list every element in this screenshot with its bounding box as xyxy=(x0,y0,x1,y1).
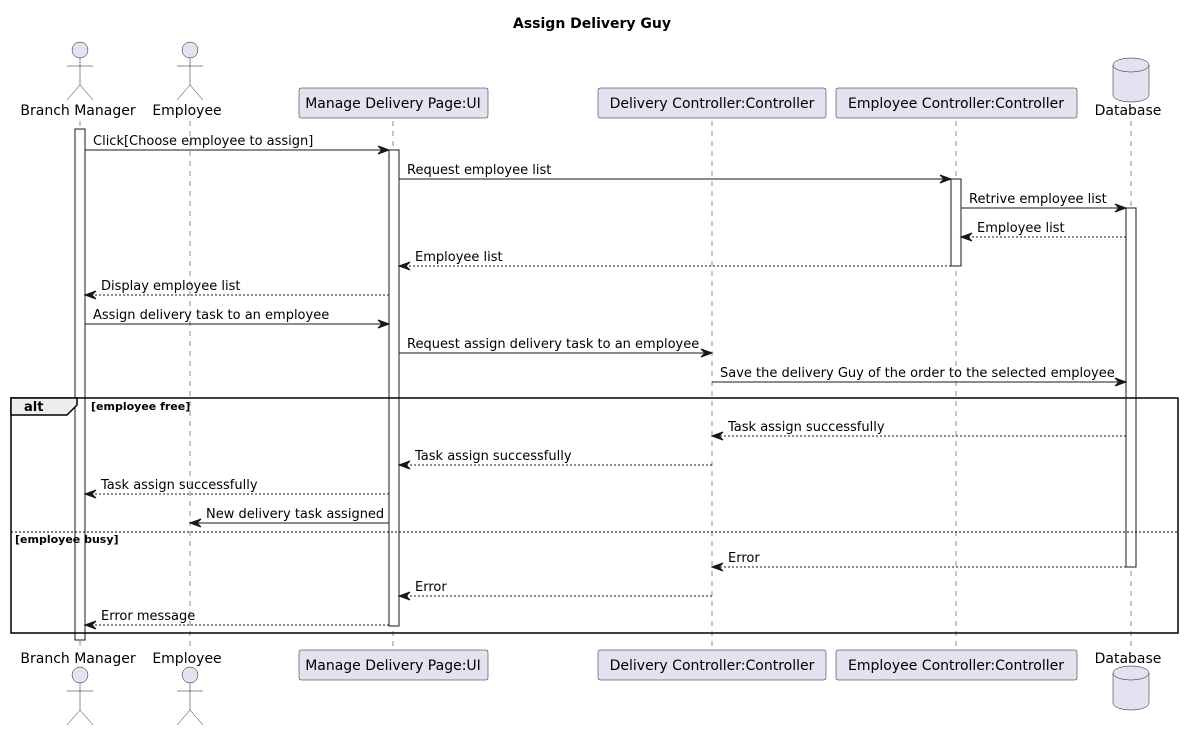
message-label: Task assign successfully xyxy=(100,478,258,493)
database-icon xyxy=(1112,65,1150,103)
message-label: Employee list xyxy=(977,221,1065,236)
message-16: Error message xyxy=(83,609,389,630)
message-label: Request employee list xyxy=(407,163,551,178)
arrowhead-icon xyxy=(1114,377,1128,387)
message-5: Employee list xyxy=(397,250,951,271)
alt-guard-employee-free: [employee free] xyxy=(91,400,190,413)
message-7: Assign delivery task to an employee xyxy=(85,308,391,329)
actor-employee: Employee xyxy=(152,41,222,119)
participant-label-branch-manager-bottom: Branch Manager xyxy=(20,651,135,667)
arrowhead-icon xyxy=(700,348,714,358)
activation-branch-manager xyxy=(74,128,86,641)
participant-manage-delivery-page: Manage Delivery Page:UI xyxy=(298,87,489,119)
arrowhead-icon xyxy=(959,232,973,242)
message-label: Click[Choose employee to assign] xyxy=(93,134,313,149)
message-label: Error xyxy=(415,580,447,595)
participant-label-delivery-controller-bottom: Delivery Controller:Controller xyxy=(610,658,815,674)
arrowhead-icon xyxy=(188,518,202,528)
message-6: Display employee list xyxy=(83,279,389,300)
activation-database xyxy=(1125,207,1137,568)
message-14: Error xyxy=(710,551,1126,572)
participant-label-branch-manager: Branch Manager xyxy=(20,103,135,119)
arrowhead-icon xyxy=(710,562,724,572)
alt-guard-employee-busy: [employee busy] xyxy=(15,533,119,546)
actor-head-icon xyxy=(71,666,89,684)
message-9: Save the delivery Guy of the order to th… xyxy=(712,366,1128,387)
participant-employee-controller-bottom: Employee Controller:Controller xyxy=(835,649,1078,681)
alt-frame-border xyxy=(10,397,1179,634)
message-label: New delivery task assigned xyxy=(206,507,384,522)
message-1: Click[Choose employee to assign] xyxy=(85,134,391,155)
participant-label-employee-bottom: Employee xyxy=(152,651,221,667)
arrowhead-icon xyxy=(83,489,97,499)
message-2: Request employee list xyxy=(399,163,953,184)
alt-frame-tab xyxy=(10,397,78,416)
message-label: Error message xyxy=(101,609,195,624)
participant-label-manage-delivery-page-bottom: Manage Delivery Page:UI xyxy=(305,658,481,674)
message-13: New delivery task assigned xyxy=(188,507,389,528)
alt-keyword: alt xyxy=(24,400,43,415)
arrowhead-icon xyxy=(83,290,97,300)
arrowhead-icon xyxy=(397,591,411,601)
message-11: Task assign successfully xyxy=(397,449,712,470)
actor-head-icon xyxy=(71,41,89,59)
database-icon xyxy=(1112,673,1150,711)
alt-frame: alt [employee free] [employee busy] xyxy=(10,397,1179,634)
message-3: Retrive employee list xyxy=(961,192,1128,213)
arrowhead-icon xyxy=(83,620,97,630)
message-12: Task assign successfully xyxy=(83,478,389,499)
arrowhead-icon xyxy=(397,460,411,470)
activation-manage-delivery-page xyxy=(388,149,400,627)
participant-label-employee: Employee xyxy=(152,103,221,119)
participant-label-delivery-controller: Delivery Controller:Controller xyxy=(610,96,815,112)
participant-label-database: Database xyxy=(1095,103,1162,119)
messages: Click[Choose employee to assign] Request … xyxy=(83,134,1128,630)
message-label: Task assign successfully xyxy=(727,420,885,435)
participant-employee-controller: Employee Controller:Controller xyxy=(835,87,1078,119)
activations xyxy=(74,128,1137,641)
arrowhead-icon xyxy=(710,431,724,441)
message-label: Error xyxy=(728,551,760,566)
participant-label-employee-controller: Employee Controller:Controller xyxy=(848,96,1064,112)
participants-top: Branch Manager Employee Manage Delivery … xyxy=(20,41,1162,119)
message-label: Retrive employee list xyxy=(969,192,1107,207)
participant-label-database-bottom: Database xyxy=(1095,651,1162,667)
arrowhead-icon xyxy=(377,319,391,329)
participants-bottom: Branch Manager Employee Manage Delivery … xyxy=(20,649,1162,726)
arrowhead-icon xyxy=(1114,203,1128,213)
participant-manage-delivery-page-bottom: Manage Delivery Page:UI xyxy=(298,649,489,681)
participant-delivery-controller-bottom: Delivery Controller:Controller xyxy=(597,649,827,681)
message-8: Request assign delivery task to an emplo… xyxy=(399,337,714,358)
arrowhead-icon xyxy=(939,174,953,184)
activation-employee-controller xyxy=(950,178,962,267)
actor-branch-manager: Branch Manager xyxy=(20,41,136,119)
participant-delivery-controller: Delivery Controller:Controller xyxy=(597,87,827,119)
message-label: Employee list xyxy=(415,250,503,265)
participant-database-bottom: Database xyxy=(1095,651,1162,711)
message-10: Task assign successfully xyxy=(710,420,1126,441)
message-label: Task assign successfully xyxy=(414,449,572,464)
message-label: Request assign delivery task to an emplo… xyxy=(407,337,699,352)
message-label: Assign delivery task to an employee xyxy=(93,308,329,323)
diagram-title: Assign Delivery Guy xyxy=(513,16,671,32)
arrowhead-icon xyxy=(397,261,411,271)
message-label: Display employee list xyxy=(101,279,240,294)
actor-head-icon xyxy=(181,666,199,684)
actor-branch-manager-bottom: Branch Manager xyxy=(20,651,136,726)
participant-label-employee-controller-bottom: Employee Controller:Controller xyxy=(848,658,1064,674)
actor-employee-bottom: Employee xyxy=(152,651,222,726)
message-15: Error xyxy=(397,580,712,601)
actor-head-icon xyxy=(181,41,199,59)
arrowhead-icon xyxy=(377,145,391,155)
participant-label-manage-delivery-page: Manage Delivery Page:UI xyxy=(305,96,481,112)
message-4: Employee list xyxy=(959,221,1126,242)
message-label: Save the delivery Guy of the order to th… xyxy=(720,366,1115,381)
participant-database: Database xyxy=(1095,57,1162,119)
